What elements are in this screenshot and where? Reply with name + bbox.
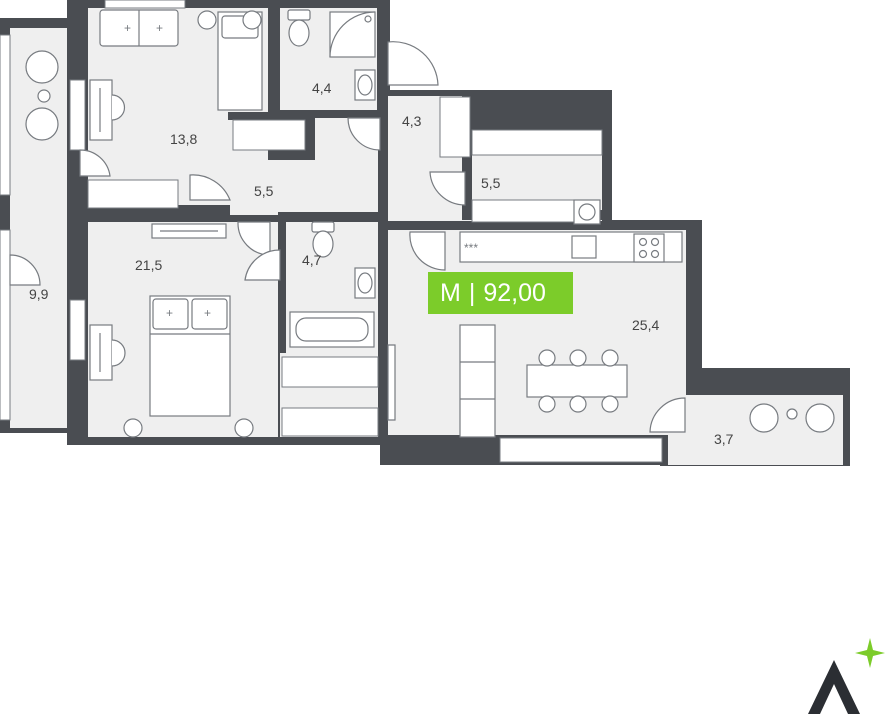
shower-icon <box>329 11 376 58</box>
total-area-value: 92,00 <box>483 279 546 307</box>
logo-icon <box>808 638 885 714</box>
svg-text:+: + <box>124 21 131 35</box>
svg-text:+: + <box>204 306 211 320</box>
chair-icon <box>123 418 143 438</box>
washing-machine-icon <box>573 199 601 225</box>
sofa-icon <box>459 324 496 438</box>
svg-text:+: + <box>156 21 163 35</box>
room-area-bathroom-2: 4,7 <box>302 252 322 268</box>
windows <box>0 0 663 463</box>
badge-separator: | <box>468 279 476 307</box>
sink-icon <box>354 69 376 101</box>
sofa-icon: + + <box>99 9 179 47</box>
svg-text:+: + <box>166 306 173 320</box>
desk-icon <box>89 324 126 381</box>
svg-text:***: *** <box>464 241 478 255</box>
armchair-icon <box>749 403 835 433</box>
room-area-bedroom-2: 21,5 <box>135 257 162 273</box>
wardrobe-icon <box>151 223 227 239</box>
room-area-wardrobe: 5,5 <box>481 175 501 191</box>
chair-icon <box>242 10 262 30</box>
room-labels: 13,8 4,4 4,3 5,5 5,5 21,5 4,7 9,9 25,4 3… <box>29 80 734 447</box>
total-area-badge: M|92,00 <box>428 272 573 314</box>
toilet-icon <box>311 221 335 258</box>
desk-icon <box>89 79 126 141</box>
dining-table-icon <box>526 349 628 413</box>
armchair-icon <box>25 50 59 141</box>
room-area-kitchen-living: 25,4 <box>632 317 659 333</box>
chair-icon <box>197 10 217 30</box>
room-area-bedroom-1: 13,8 <box>170 131 197 147</box>
stove-icon: *** <box>459 231 683 263</box>
chair-icon <box>234 418 254 438</box>
room-area-balcony: 3,7 <box>714 431 734 447</box>
bathtub-icon <box>289 311 375 348</box>
toilet-icon <box>287 9 311 47</box>
apartment-type: M <box>440 279 461 307</box>
doors <box>9 41 686 433</box>
bed-icon: + + <box>149 295 231 417</box>
room-area-loggia: 9,9 <box>29 286 49 302</box>
sink-icon <box>354 267 376 299</box>
room-area-hall: 4,3 <box>402 113 422 129</box>
room-area-corridor: 5,5 <box>254 183 274 199</box>
room-area-bathroom-1: 4,4 <box>312 80 332 96</box>
furniture: + + <box>25 9 835 438</box>
